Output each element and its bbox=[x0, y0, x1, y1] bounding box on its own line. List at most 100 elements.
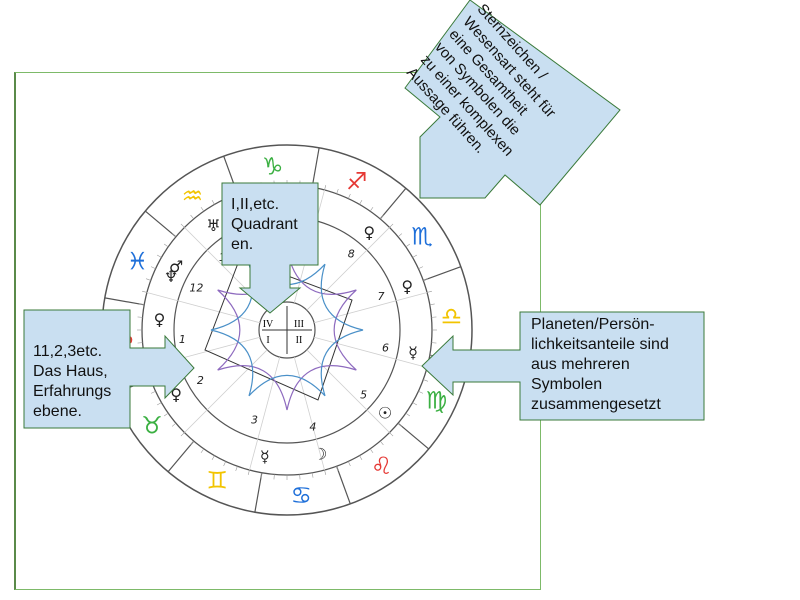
zodiac-sign-glyph: ♊ bbox=[207, 467, 229, 495]
quadrant-callout-line: I,II,etc. bbox=[231, 196, 280, 213]
house-number: 12 bbox=[189, 282, 203, 295]
zodiac-sign-glyph: ♒ bbox=[182, 182, 204, 210]
house-line bbox=[249, 356, 281, 471]
planet-glyph: ☉ bbox=[378, 403, 392, 422]
zodiac-divider bbox=[336, 466, 351, 505]
house-callout-line: ebene. bbox=[33, 403, 82, 420]
aspect-square bbox=[204, 257, 353, 401]
degree-tick bbox=[412, 402, 418, 406]
degree-tick bbox=[163, 412, 169, 417]
planet-glyph: ♀ bbox=[401, 277, 413, 296]
quadrant-callout-text: I,II,etc. Quadrant en. bbox=[231, 195, 298, 255]
planet-glyph: ☿ bbox=[260, 447, 270, 466]
degree-tick bbox=[369, 206, 374, 212]
quadrant-label-ii: II bbox=[296, 335, 303, 346]
house-number: 5 bbox=[360, 388, 367, 401]
degree-tick bbox=[235, 466, 238, 472]
degree-tick bbox=[171, 233, 177, 238]
degree-tick bbox=[389, 432, 394, 437]
house-number: 1 bbox=[179, 333, 186, 346]
house-callout-line: 11,2,3etc. bbox=[33, 343, 103, 360]
degree-tick bbox=[405, 412, 411, 417]
degree-tick bbox=[211, 455, 215, 461]
zodiac-divider bbox=[104, 297, 145, 306]
quadrant-label-iv: IV bbox=[263, 319, 274, 330]
house-line bbox=[313, 292, 428, 324]
planet-glyph: ☿ bbox=[408, 343, 418, 362]
zodiac-divider bbox=[379, 187, 407, 220]
degree-tick bbox=[145, 278, 151, 281]
degree-tick bbox=[418, 391, 424, 394]
zodiac-sign-glyph: ♋ bbox=[291, 481, 313, 509]
planet-callout-shape bbox=[421, 311, 705, 421]
degree-tick bbox=[426, 290, 432, 293]
degree-tick bbox=[336, 466, 339, 472]
degree-tick bbox=[348, 193, 351, 199]
zodiac-signs: ♑♐♏♎♍♌♋♊♉♈♓♒ bbox=[112, 153, 462, 510]
degree-tick bbox=[190, 214, 195, 220]
degree-tick bbox=[336, 188, 339, 194]
zodiac-sign-glyph: ♐ bbox=[346, 167, 368, 195]
degree-tick bbox=[260, 472, 263, 478]
planet-glyph: ♀ bbox=[154, 310, 166, 329]
degree-tick bbox=[150, 266, 156, 269]
planet-glyph: ♀ bbox=[363, 223, 375, 242]
degree-tick bbox=[200, 206, 205, 212]
zodiac-sign-glyph: ♑ bbox=[262, 153, 284, 181]
house-line bbox=[306, 349, 390, 433]
degree-tick bbox=[379, 440, 384, 446]
sign-callout-shape bbox=[404, 0, 621, 206]
degree-tick bbox=[180, 432, 185, 437]
degree-tick bbox=[429, 303, 435, 306]
house-line bbox=[293, 356, 325, 471]
degree-tick bbox=[171, 422, 177, 427]
planet-callout-line: Planeten/Persön- bbox=[531, 316, 655, 333]
zodiac-divider bbox=[167, 440, 195, 473]
planet-callout-line: Symbolen bbox=[531, 376, 603, 393]
house-number: 2 bbox=[197, 374, 204, 387]
planet-callout-line: aus mehreren bbox=[531, 356, 630, 373]
house-callout-line: Erfahrungs bbox=[33, 383, 112, 400]
degree-tick bbox=[200, 448, 205, 454]
house-line bbox=[184, 349, 268, 433]
house-callout-text: 11,2,3etc. Das Haus, Erfahrungs ebene. bbox=[33, 342, 111, 422]
degree-tick bbox=[324, 185, 327, 191]
aspect-star-purple bbox=[217, 249, 357, 411]
zodiac-sign-glyph: ♏ bbox=[411, 222, 433, 250]
planet-glyph: ♀ bbox=[170, 385, 182, 404]
quadrant-callout-line: en. bbox=[231, 236, 254, 253]
degree-tick bbox=[163, 243, 169, 248]
house-callout-line: Das Haus, bbox=[33, 363, 108, 380]
zodiac-sign-glyph: ♍ bbox=[426, 387, 448, 415]
planet-glyph: ♆ bbox=[164, 267, 178, 286]
zodiac-divider bbox=[144, 210, 177, 238]
degree-tick bbox=[211, 199, 215, 205]
zodiac-divider bbox=[423, 266, 462, 281]
degree-tick bbox=[324, 469, 327, 475]
degree-tick bbox=[190, 440, 195, 446]
degree-tick bbox=[379, 214, 384, 220]
horoscope-wheel: ♑♐♏♎♍♌♋♊♉♈♓♒ ♅♆♀♀☿☉☽☿♀♀♂ 111212345678 IV… bbox=[101, 144, 473, 516]
zodiac-sign-glyph: ♌ bbox=[371, 452, 393, 480]
zodiac-sign-glyph: ♉ bbox=[141, 412, 163, 440]
degree-tick bbox=[369, 448, 374, 454]
degree-tick bbox=[348, 461, 351, 467]
zodiac-sign-glyph: ♎ bbox=[441, 303, 463, 331]
degree-tick bbox=[423, 379, 429, 382]
house-number: 3 bbox=[251, 413, 258, 426]
house-line bbox=[146, 292, 261, 324]
degree-tick bbox=[139, 303, 145, 306]
degree-tick bbox=[311, 472, 314, 478]
degree-tick bbox=[150, 391, 156, 394]
planet-glyph: ☽ bbox=[313, 445, 327, 464]
zodiac-sign-glyph: ♓ bbox=[127, 247, 149, 275]
house-line bbox=[306, 227, 390, 311]
quadrant-label-iii: III bbox=[294, 319, 304, 330]
planet-glyph: ♅ bbox=[206, 216, 220, 235]
degree-tick bbox=[389, 223, 394, 228]
degree-tick bbox=[180, 223, 185, 228]
degree-tick bbox=[359, 199, 363, 205]
quadrant-label-i: I bbox=[266, 335, 269, 346]
degree-tick bbox=[418, 266, 424, 269]
